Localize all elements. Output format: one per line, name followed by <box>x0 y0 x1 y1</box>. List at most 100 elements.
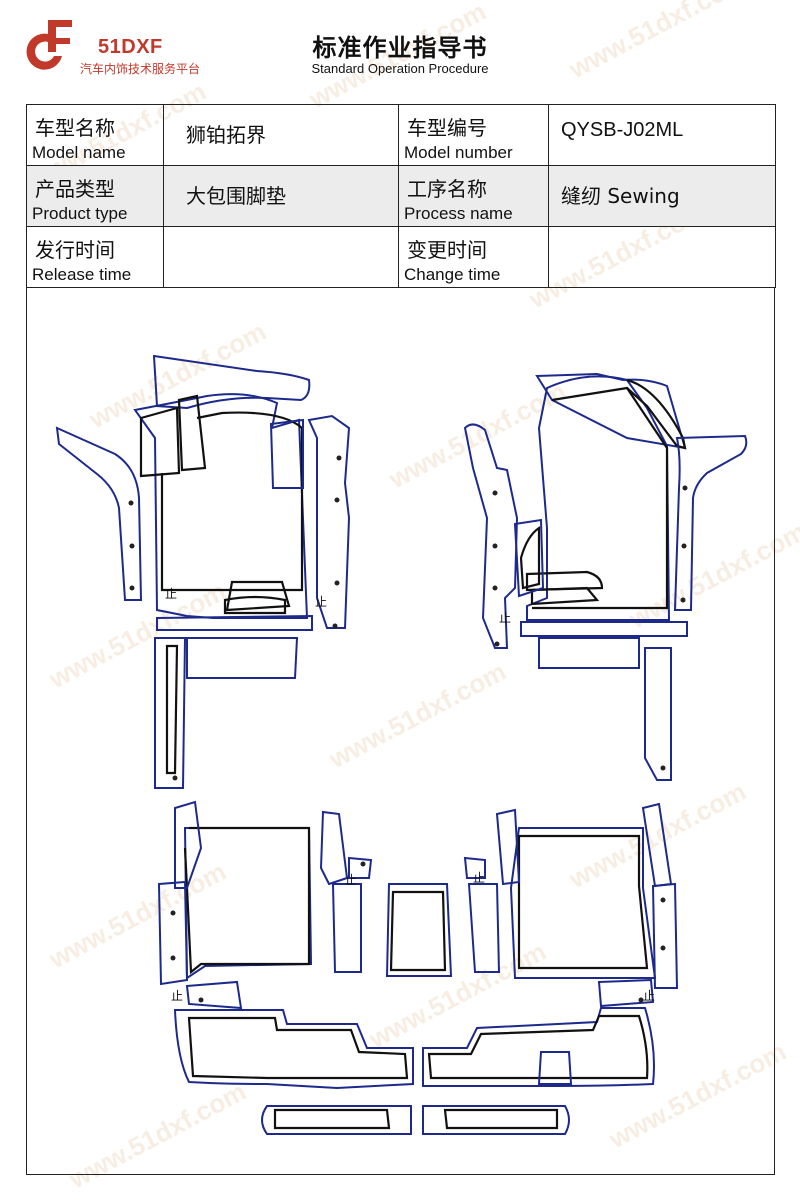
release-time-en: Release time <box>32 265 132 284</box>
rear-left-center-strip <box>331 883 362 973</box>
hole-marker <box>170 955 176 961</box>
front-left-side-strip <box>55 426 143 601</box>
front-left-bottom-strip <box>156 614 313 631</box>
third-row-bottom-left-seam <box>273 1108 391 1130</box>
product-type-value: 大包围脚垫 <box>186 184 286 208</box>
stop-mark: 止 <box>643 989 655 1003</box>
process-name-en: Process name <box>404 204 513 223</box>
front-right-door-strip <box>463 423 519 649</box>
front-left-heel-seam <box>177 394 207 472</box>
third-row-bottom-left <box>261 1105 412 1135</box>
third-row-bottom-right <box>422 1105 570 1135</box>
product-type-en: Product type <box>32 204 128 223</box>
front-left-pedal-seam <box>225 580 291 612</box>
front-right-heel-seam <box>626 378 687 450</box>
hole-marker <box>660 765 666 771</box>
logo-text: 51DXF <box>98 36 163 58</box>
product-type-cell: 大包围脚垫 <box>163 165 399 227</box>
release-time-label: 发行时间 Release time <box>26 226 164 288</box>
front-left-pedal-seam <box>223 595 287 615</box>
product-type-cn: 产品类型 <box>35 177 115 201</box>
hole-marker <box>660 945 666 951</box>
info-row-product: 产品类型 Product type 大包围脚垫 工序名称 Process nam… <box>26 165 776 227</box>
front-left-main-mat <box>133 393 309 619</box>
info-row-time: 发行时间 Release time 变更时间 Change time <box>26 226 776 288</box>
hole-marker <box>198 997 204 1003</box>
model-name-cell: 狮铂拓界 <box>163 104 399 166</box>
front-left-top-piece <box>152 354 311 410</box>
front-right-pedal-seam <box>525 570 604 592</box>
model-name-cn: 车型名称 <box>35 116 115 140</box>
rear-left-side-strip <box>157 880 189 986</box>
rear-left-mat-seam <box>183 826 311 975</box>
rear-right-tunnel-strip <box>495 808 521 886</box>
front-right-bottom-strip <box>520 621 688 637</box>
front-right-lower-piece <box>538 637 640 669</box>
model-number-en: Model number <box>404 143 513 162</box>
process-name-cn: 工序名称 <box>407 177 487 201</box>
info-table: 车型名称 Model name 狮铂拓界 车型编号 Model number Q… <box>26 104 776 288</box>
release-time-cell <box>163 226 399 288</box>
third-row-right-seam <box>427 1014 649 1080</box>
front-left-heel-seam <box>139 406 181 478</box>
rear-left-mat <box>183 827 313 980</box>
front-right-main-mat <box>526 375 671 621</box>
rear-right-center-strip <box>467 883 501 973</box>
rear-right-front-strip <box>641 802 673 888</box>
model-number-value: QYSB-J02ML <box>561 119 684 141</box>
model-name-label: 车型名称 Model name <box>26 104 164 166</box>
stop-mark: 止 <box>165 587 177 601</box>
rear-left-center-tab <box>348 856 373 879</box>
rear-right-mat <box>509 827 657 979</box>
stop-mark: 止 <box>171 989 183 1003</box>
process-name-label: 工序名称 Process name <box>398 165 549 227</box>
front-right-tunnel-seam <box>519 525 541 590</box>
model-number-cell: QYSB-J02ML <box>548 104 776 166</box>
front-left-tunnel-strip <box>269 418 304 489</box>
hole-marker <box>360 861 366 867</box>
center-tunnel-seam <box>389 890 447 972</box>
front-right-lower-side <box>644 647 672 781</box>
hole-marker <box>660 897 666 903</box>
rear-left-front-strip <box>174 800 203 889</box>
hole-marker <box>334 497 340 503</box>
hole-marker <box>492 585 498 591</box>
stop-mark: 止 <box>315 595 327 609</box>
change-time-en: Change time <box>404 265 501 284</box>
front-left-main-seam <box>160 411 304 592</box>
change-time-cn: 变更时间 <box>407 238 487 262</box>
process-name-cell: 缝纫 Sewing <box>548 165 776 227</box>
brand-logo: 51DXF 汽车内饰技术服务平台 <box>22 18 262 88</box>
model-name-value: 狮铂拓界 <box>186 123 266 147</box>
hole-marker <box>128 500 134 506</box>
front-right-group: 止 <box>463 372 748 781</box>
product-type-label: 产品类型 Product type <box>26 165 164 227</box>
front-left-door-strip <box>307 414 351 629</box>
second-row-right-group: 止 <box>463 802 679 989</box>
rear-right-side-strip <box>651 882 679 989</box>
info-row-model: 车型名称 Model name 狮铂拓界 车型编号 Model number Q… <box>26 104 776 166</box>
rear-right-center-tab <box>463 856 486 879</box>
third-row-right-mat <box>422 1007 655 1087</box>
third-row-bottom-right-seam <box>443 1108 559 1130</box>
third-row-left-seam <box>187 1016 409 1080</box>
hole-marker <box>680 597 686 603</box>
front-right-main-seam <box>532 386 669 610</box>
second-row-left-group: 止 <box>157 800 373 986</box>
hole-marker <box>334 580 340 586</box>
document-title: 标准作业指导书 <box>312 34 488 62</box>
pattern-drawing-frame: 止 止 止 <box>26 288 775 1175</box>
third-row-left-mat <box>173 1009 414 1090</box>
hole-marker <box>681 543 687 549</box>
hole-marker <box>129 543 135 549</box>
release-time-cn: 发行时间 <box>35 238 115 262</box>
front-left-lower-piece <box>186 637 299 679</box>
hole-marker <box>682 485 688 491</box>
logo-icon <box>26 20 72 70</box>
stop-mark: 止 <box>345 873 357 887</box>
front-left-lower-seam <box>165 644 179 775</box>
stop-mark: 止 <box>499 611 511 625</box>
pattern-drawing: 止 止 止 <box>55 354 748 1135</box>
hole-marker <box>638 997 644 1003</box>
front-left-group: 止 止 <box>55 354 351 789</box>
